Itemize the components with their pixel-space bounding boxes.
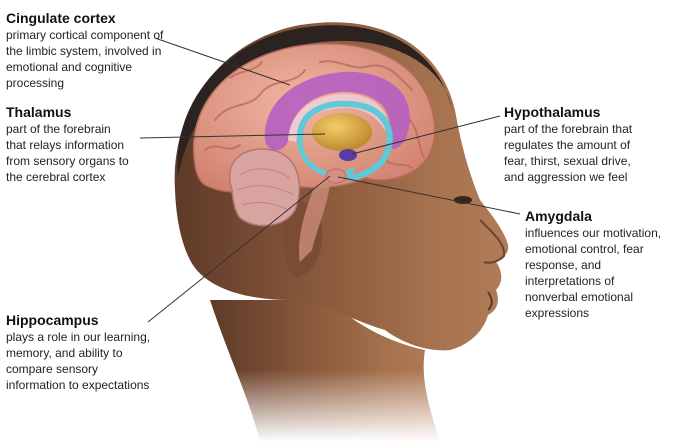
leader-lines — [139, 37, 521, 323]
label-desc-cingulate-cortex: primary cortical component of the limbic… — [6, 28, 164, 90]
cingulate-cortex — [264, 71, 410, 151]
thalamus — [312, 113, 372, 151]
label-hippocampus: Hippocampus plays a role in our learning… — [6, 311, 150, 393]
bottom-fade — [150, 370, 530, 442]
label-cingulate-cortex: Cingulate cortex primary cortical compon… — [6, 9, 163, 91]
label-amygdala: Amygdala influences our motivation, emot… — [525, 207, 661, 321]
leader-line-hypothalamus — [351, 115, 501, 155]
cerebellum-folds — [237, 168, 295, 211]
amygdala — [325, 168, 347, 184]
label-desc-hippocampus: plays a role in our learning, memory, an… — [6, 330, 151, 392]
leader-line-amygdala — [337, 176, 521, 215]
hippocampus — [296, 100, 393, 181]
label-hypothalamus: Hypothalamus part of the forebrain that … — [504, 103, 632, 185]
leader-line-thalamus — [139, 133, 326, 139]
leader-line-cingulate — [154, 37, 291, 86]
label-title-amygdala: Amygdala — [525, 208, 592, 224]
label-title-cingulate-cortex: Cingulate cortex — [6, 10, 116, 26]
nose — [479, 219, 506, 264]
hair — [177, 25, 452, 176]
brainstem — [299, 182, 330, 262]
lips — [487, 291, 493, 311]
label-title-thalamus: Thalamus — [6, 104, 72, 120]
brain-folds — [204, 60, 425, 169]
label-desc-hypothalamus: part of the forebrain that regulates the… — [504, 122, 633, 184]
hypothalamus — [339, 149, 357, 161]
label-title-hypothalamus: Hypothalamus — [504, 104, 601, 120]
label-thalamus: Thalamus part of the forebrain that rela… — [6, 103, 129, 185]
label-desc-amygdala: influences our motivation, emotional con… — [525, 226, 662, 320]
label-desc-thalamus: part of the forebrain that relays inform… — [6, 122, 129, 184]
label-title-hippocampus: Hippocampus — [6, 312, 99, 328]
leader-line-hippocampus — [147, 175, 331, 323]
cerebellum — [228, 148, 301, 227]
